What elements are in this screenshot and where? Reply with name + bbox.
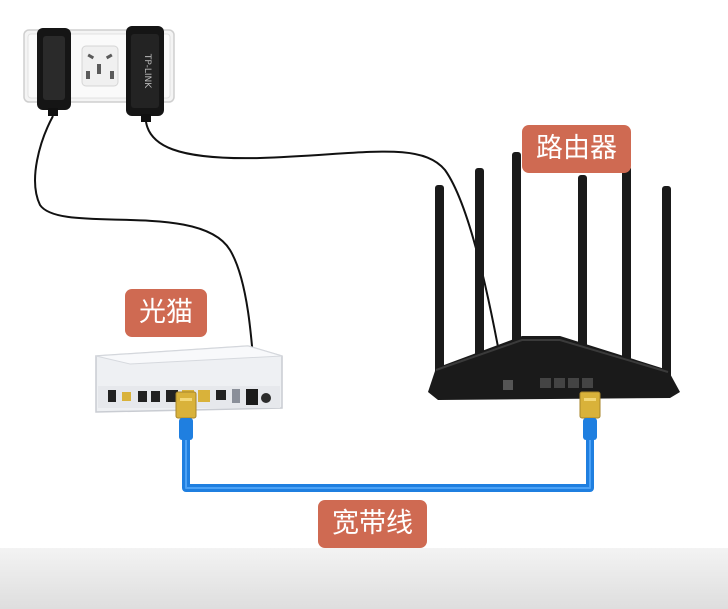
- adapter-brand-text: TP-LINK: [142, 53, 152, 89]
- socket-face: [81, 45, 119, 87]
- router-antennas: [435, 152, 671, 394]
- router-label: 路由器: [522, 125, 631, 173]
- modem-power-adapter: [37, 28, 71, 116]
- broadband-cable-label: 宽带线: [318, 500, 427, 548]
- router-power-cord: [145, 121, 506, 386]
- router-rj45-plug: [579, 391, 601, 440]
- router: [428, 152, 680, 400]
- modem-label: 光猫: [125, 289, 207, 337]
- modem-power-cord: [34, 115, 257, 396]
- floor-shadow: [0, 548, 728, 609]
- router-ports: [503, 378, 593, 390]
- router-body: [428, 336, 680, 400]
- ethernet-cable: [182, 405, 594, 492]
- router-power-adapter: TP-LINK: [126, 26, 164, 122]
- modem-rj45-plug: [175, 391, 197, 440]
- modem-ports: [108, 389, 271, 405]
